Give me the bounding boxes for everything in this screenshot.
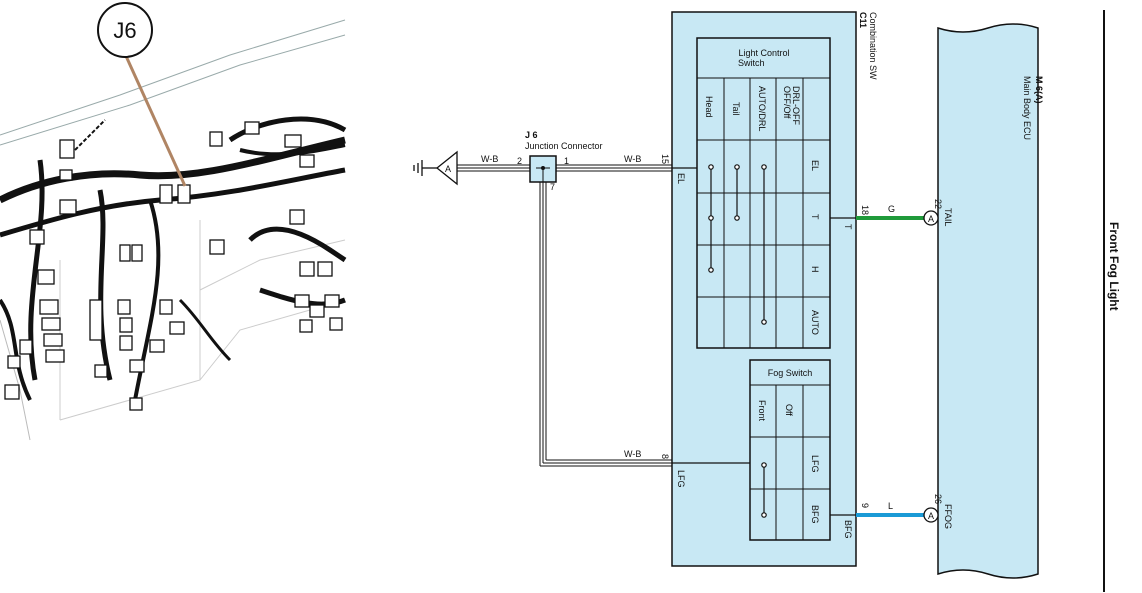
callout-label: J6 [113,18,136,43]
junction-connector-j6: J 6 Junction Connector 2 1 7 [517,130,603,192]
junction-pin-2: 2 [517,156,522,166]
junction-code: J 6 [525,130,538,140]
light-control-switch: Light Control Switch Head Tail AUTO/DRL … [696,37,831,349]
pin-15: 15 [660,154,670,164]
junction-name: Junction Connector [525,141,603,151]
fog-row-bfg: BFG [810,505,820,524]
combination-switch-panel: C11 Combination SW Light Control Switch … [660,11,878,567]
pin-name-el: EL [676,173,686,184]
lc-row-el: EL [810,160,820,171]
side-title: Front Fog Light [1107,222,1121,311]
pin-name-t: T [843,224,853,230]
light-control-title-2: Switch [738,58,765,68]
combo-switch-name: Combination SW [868,12,878,80]
wire-label-wb-el: W-B [624,154,641,164]
pin-8: 8 [660,454,670,459]
pin-name-lfg: LFG [676,470,686,488]
pin-name-bfg: BFG [843,520,853,539]
wire-label-l: L [888,501,893,511]
lc-col-off: OFF/Off [782,86,792,119]
pin-18: 18 [860,205,870,215]
main-body-ecu: M 6(A) Main Body ECU A A 22 TAIL 26 FFOG [923,23,1044,579]
callout-circle [97,2,153,58]
ecu-pin-name-ffog: FFOG [943,504,953,529]
lc-col-tail: Tail [731,102,741,116]
fog-row-lfg: LFG [810,455,820,473]
combo-switch-code: C11 [858,12,868,28]
ecu-name: Main Body ECU [1022,76,1032,140]
ecu-pin-name-tail: TAIL [943,208,953,226]
junction-pin-7: 7 [550,182,555,192]
fog-switch: Fog Switch Front Off LFG BFG [749,359,831,541]
pin-9: 9 [860,503,870,508]
wire-label-wb-ground: W-B [481,154,498,164]
wb-wires [457,164,672,467]
lc-row-auto: AUTO [810,310,820,335]
lc-col-drl-off: DRL-OFF [791,86,801,125]
ecu-connector-a-tail: A [928,214,934,224]
dashboard-illustration: J6 [0,2,347,441]
lc-col-head: Head [704,96,714,118]
fog-col-off: Off [784,404,794,416]
lc-col-auto-drl: AUTO/DRL [757,86,767,131]
wire-label-wb-lfg: W-B [624,449,641,459]
ecu-pin-22: 22 [933,199,943,209]
ground-symbol: A [413,150,458,186]
ecu-pin-26: 26 [933,494,943,504]
wire-label-g: G [888,204,895,214]
lc-row-t: T [810,214,820,220]
ecu-connector-a-ffog: A [928,511,934,521]
ground-label: A [445,164,451,174]
callout-leader-line [124,55,187,187]
ecu-code: M 6(A) [1034,76,1044,104]
light-control-title-1: Light Control [738,48,789,58]
lc-row-h: H [810,266,820,273]
fog-col-front: Front [757,400,767,422]
fog-switch-title: Fog Switch [768,368,813,378]
junction-pin-1: 1 [564,156,569,166]
